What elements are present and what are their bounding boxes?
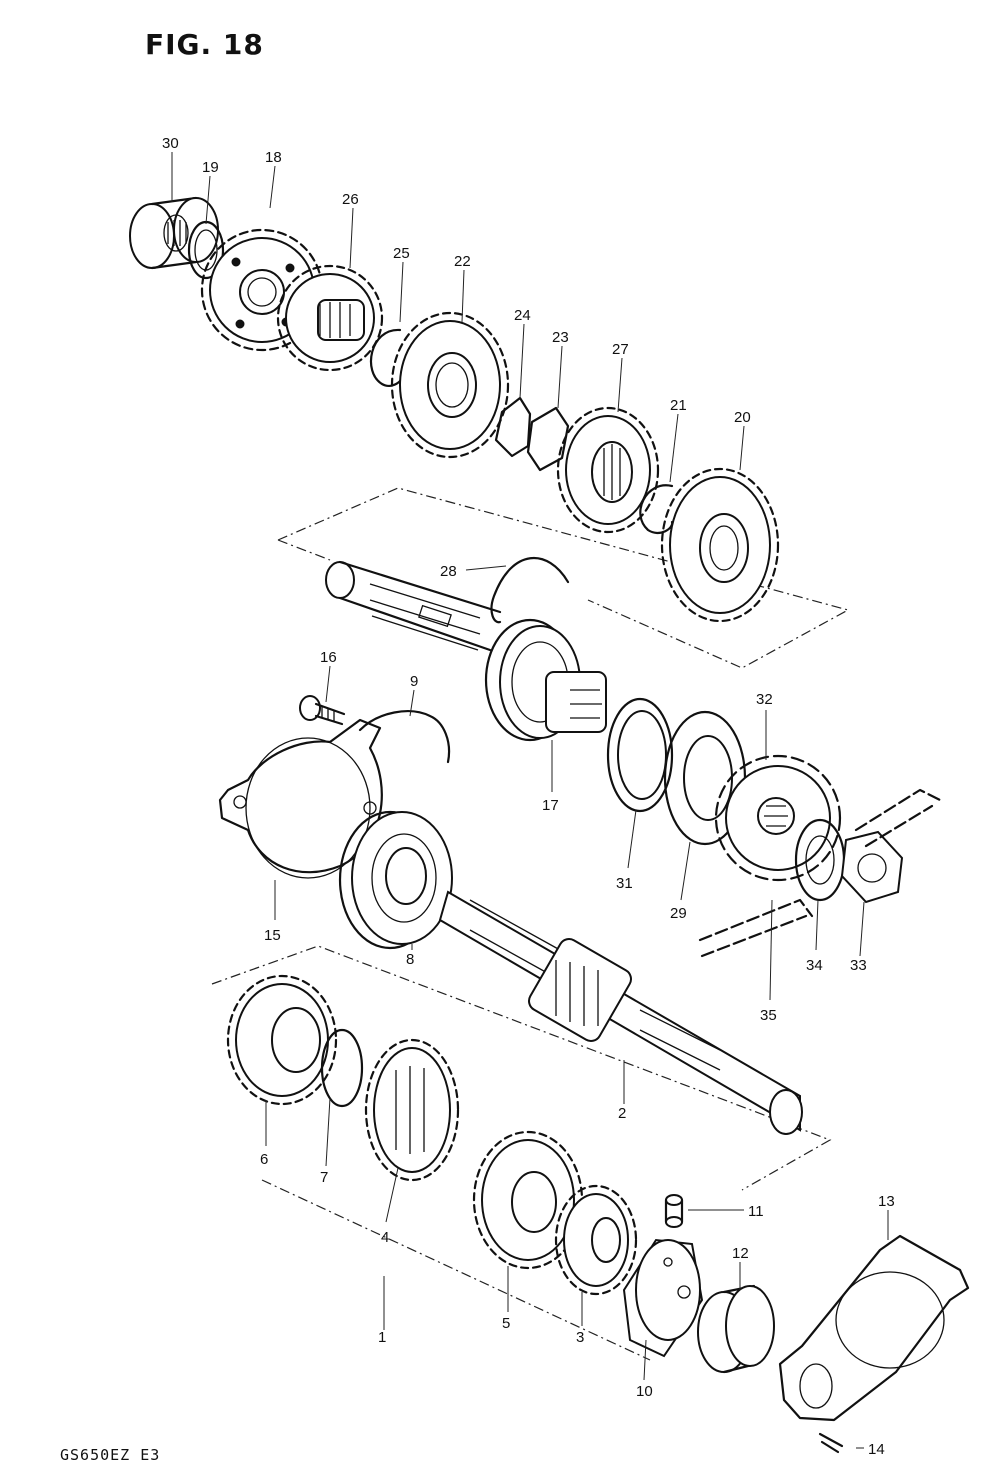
plate-13 [778,1234,970,1422]
gear-6 [226,974,338,1106]
callout-11: 11 [748,1203,764,1220]
callout-12: 12 [732,1245,749,1262]
countershaft-group-outline [277,487,850,669]
gear-27 [556,406,660,534]
gear-4 [364,1038,460,1182]
callout-9: 9 [410,673,418,690]
callout-20: 20 [734,409,751,426]
bearing-17 [484,618,607,742]
callout-2: 2 [618,1105,626,1122]
gear-3 [554,1184,638,1296]
callout-24: 24 [514,307,531,324]
callout-10: 10 [636,1383,653,1400]
callout-21: 21 [670,397,687,414]
callout-33: 33 [850,957,867,974]
callout-26: 26 [342,191,359,208]
callout-7: 7 [320,1169,328,1186]
nut-33 [840,830,904,904]
retainer-9 [358,710,451,764]
washer-24 [494,396,532,458]
oil-seal-31 [606,697,674,813]
model-code: GS650EZ E3 [60,1446,161,1464]
callout-31: 31 [616,875,633,892]
callout-17: 17 [542,797,559,814]
callout-23: 23 [552,329,569,346]
callout-6: 6 [260,1151,268,1168]
callout-13: 13 [878,1193,895,1210]
pin-11 [664,1194,684,1228]
callout-14: 14 [868,1441,885,1458]
callout-labels: 30 19 18 26 25 22 24 23 27 21 20 28 16 9… [162,135,895,1458]
callout-35: 35 [760,1007,777,1024]
callout-32: 32 [756,691,773,708]
callout-28: 28 [440,563,457,580]
gear-26 [276,264,384,372]
callout-5: 5 [502,1315,510,1332]
gear-5 [472,1130,584,1270]
figure-title: FIG. 18 [145,28,264,61]
bearing-12 [697,1284,775,1374]
callout-18: 18 [265,149,282,166]
bearing-8 [338,810,453,950]
washer-23 [526,406,570,472]
callout-29: 29 [670,905,687,922]
countershaft [325,560,502,652]
callout-27: 27 [612,341,629,358]
drive-chain-35 [698,788,942,958]
gear-20 [660,467,780,623]
leader-lines [171,152,889,1449]
callout-8: 8 [406,951,414,968]
bearing-30 [129,196,219,270]
callout-1: 1 [378,1329,386,1346]
cam-10 [622,1238,704,1358]
driveshaft-group-outline [211,945,832,1361]
callout-19: 19 [202,159,219,176]
callout-34: 34 [806,957,823,974]
engine-sprocket-32 [714,754,842,882]
callout-30: 30 [162,135,179,152]
circlip-7 [320,1028,364,1108]
callout-3: 3 [576,1329,584,1346]
screw-14 [818,1432,844,1454]
gear-22 [390,311,510,459]
callout-16: 16 [320,649,337,666]
callout-25: 25 [393,245,410,262]
bolt-16 [299,695,346,726]
callout-22: 22 [454,253,471,270]
callout-4: 4 [381,1229,389,1246]
driveshaft-2 [438,890,803,1135]
circlip-25 [369,328,404,387]
snap-ring-28 [490,557,570,624]
callout-15: 15 [264,927,281,944]
circlip-21 [639,484,674,535]
